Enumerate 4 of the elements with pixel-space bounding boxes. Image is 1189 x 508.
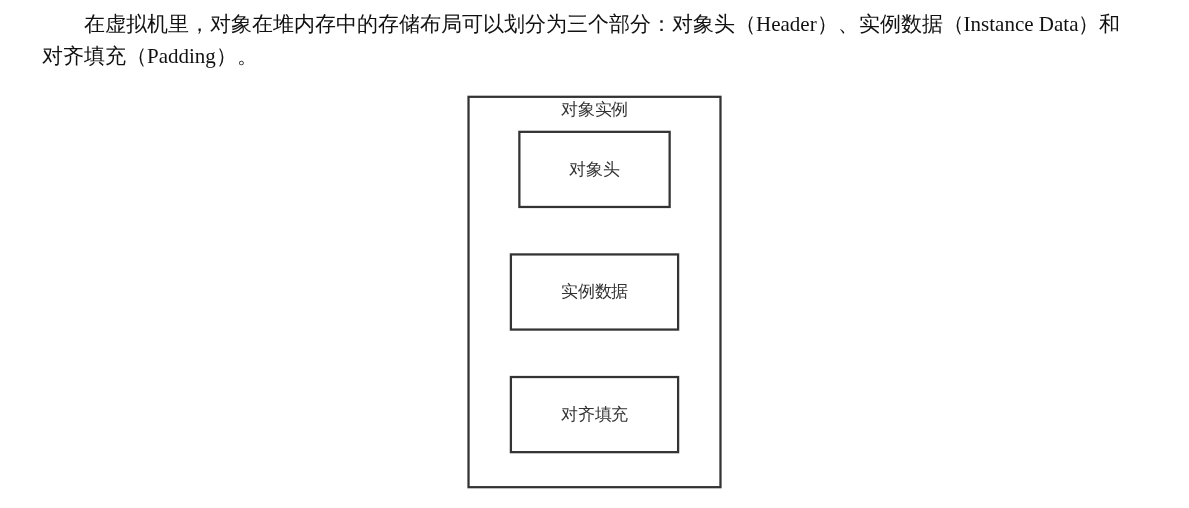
node-box: 实例数据 — [509, 253, 680, 331]
node-box: 对象头 — [518, 130, 671, 209]
body-paragraph: 在虚拟机里，对象在堆内存中的存储布局可以划分为三个部分：对象头（Header）、实例数据（Instance Data）和对齐填充（Padding）。 — [42, 11, 1122, 70]
node-box: 对齐填充 — [509, 375, 680, 454]
